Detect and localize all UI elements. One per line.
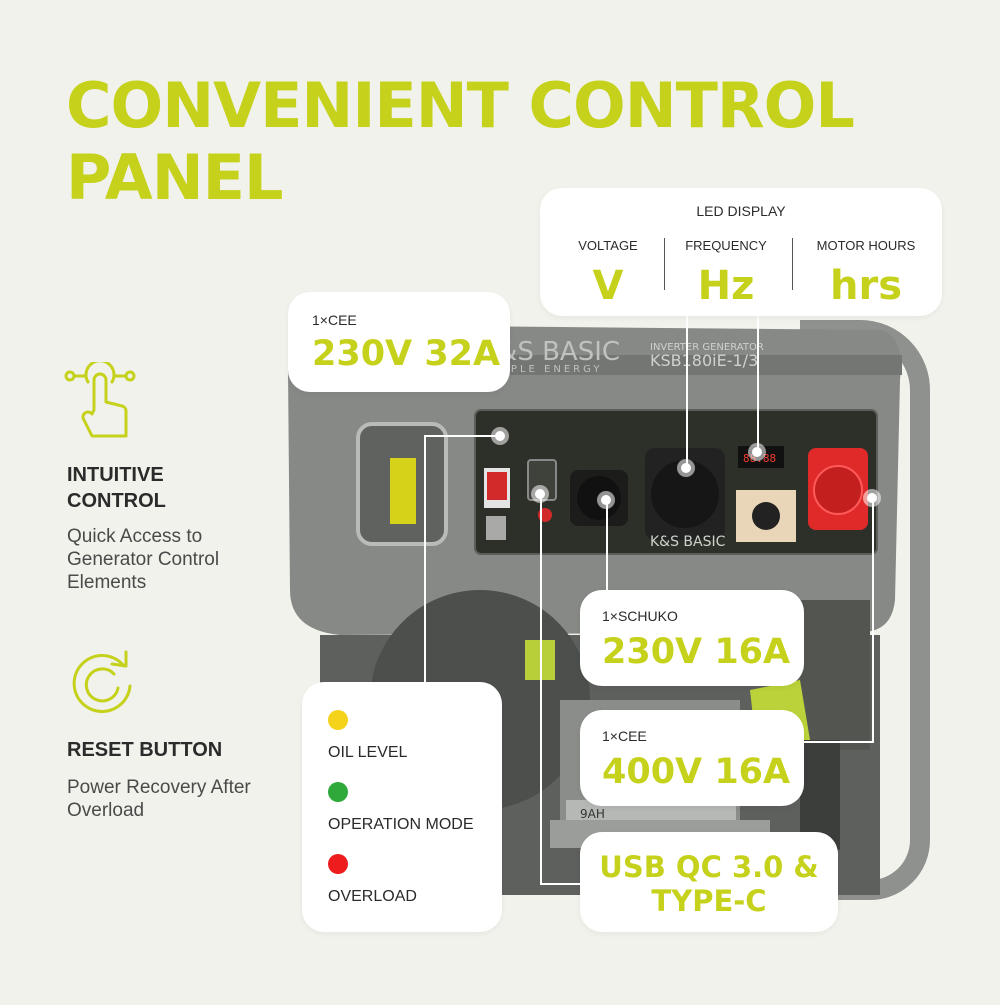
overload-label: OVERLOAD <box>328 888 417 905</box>
divider <box>664 238 665 290</box>
product-panel-brand: K&S BASIC <box>650 534 726 550</box>
connector-line <box>757 316 759 452</box>
feature-desc-intuitive: Quick Access to Generator Control Elemen… <box>67 526 220 593</box>
connector-line <box>606 500 608 592</box>
connector-line <box>804 741 874 743</box>
schuko-value: 230V 16A <box>602 632 791 672</box>
connector-line <box>686 316 688 468</box>
led-motor-hours-label: MOTOR HOURS <box>816 238 916 253</box>
cee-16a-label: 1×CEE <box>602 728 647 744</box>
oil-level-dot-icon <box>328 710 348 730</box>
feature-desc-reset: Power Recovery After Overload <box>67 777 251 821</box>
reset-arrow-icon <box>64 644 140 725</box>
led-motor-hours-value: hrs <box>829 263 902 309</box>
led-motor-hours: MOTOR HOURS hrs <box>796 238 936 309</box>
product-model: KSB180iE-1/3 <box>650 351 758 370</box>
oil-level-label: OIL LEVEL <box>328 744 408 761</box>
operation-mode-label: OPERATION MODE <box>328 816 474 833</box>
touch-finger-icon <box>64 359 136 447</box>
led-frequency-value: Hz <box>697 263 755 309</box>
page-title: CONVENIENT CONTROL PANEL <box>66 69 855 214</box>
led-voltage-label: VOLTAGE <box>578 238 638 253</box>
product-display-reading: 88.88 <box>743 452 776 465</box>
operation-mode-dot-icon <box>328 782 348 802</box>
schuko-label: 1×SCHUKO <box>602 608 678 624</box>
cee-16a-card: 1×CEE 400V 16A <box>580 710 804 806</box>
indicator-oil-level: OIL LEVEL <box>328 710 407 762</box>
battery-label: 9AH <box>580 807 605 821</box>
overload-dot-icon <box>328 854 348 874</box>
cee-16a-value: 400V 16A <box>602 752 791 792</box>
connector-line <box>540 495 542 885</box>
product-slogan: SIMPLE ENERGY <box>484 364 602 375</box>
connector-line <box>424 435 500 437</box>
cee-32a-value: 230V 32A <box>312 334 501 374</box>
led-voltage: VOLTAGE V <box>548 238 668 309</box>
usb-value: USB QC 3.0 & TYPE-C <box>599 850 819 918</box>
indicator-legend-card: OIL LEVEL OPERATION MODE OVERLOAD <box>302 682 502 932</box>
connector-line <box>424 435 426 687</box>
connector-line <box>872 498 874 742</box>
cee-32a-card: 1×CEE 230V 32A <box>288 292 510 392</box>
led-frequency: FREQUENCY Hz <box>666 238 786 309</box>
feature-title-reset: RESET BUTTON <box>67 739 223 761</box>
schuko-card: 1×SCHUKO 230V 16A <box>580 590 804 686</box>
led-voltage-value: V <box>592 263 624 309</box>
divider <box>792 238 793 290</box>
led-display-card: LED DISPLAY VOLTAGE V FREQUENCY Hz MOTOR… <box>540 188 942 316</box>
feature-title-intuitive: INTUITIVE CONTROL <box>67 464 166 512</box>
usb-card: USB QC 3.0 & TYPE-C <box>580 832 838 932</box>
cee-32a-label: 1×CEE <box>312 312 357 328</box>
product-model-line: INVERTER GENERATOR <box>650 342 764 353</box>
led-frequency-label: FREQUENCY <box>685 238 767 253</box>
indicator-overload: OVERLOAD <box>328 854 417 906</box>
connector-line <box>540 883 582 885</box>
led-display-title: LED DISPLAY <box>696 203 786 219</box>
indicator-operation-mode: OPERATION MODE <box>328 782 474 834</box>
